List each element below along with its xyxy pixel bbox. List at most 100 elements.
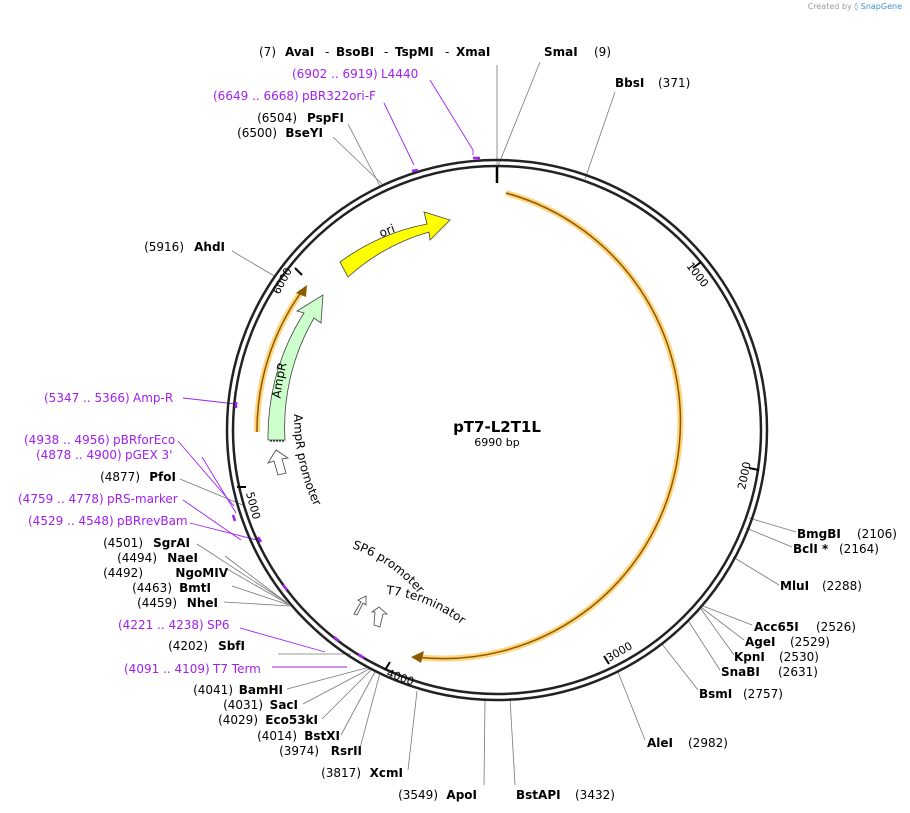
sp6-promoter-arrow bbox=[353, 595, 367, 616]
enzyme-ahdi: AhdI bbox=[194, 240, 225, 254]
enzyme-bmgbi: BmgBI bbox=[797, 527, 841, 541]
enzyme-smai: SmaI bbox=[544, 45, 578, 59]
ori-feature bbox=[339, 211, 451, 278]
enzyme-acc65i: Acc65I bbox=[754, 620, 799, 634]
primer-sp6: SP6 bbox=[207, 618, 230, 632]
tick-label-5000: 5000 bbox=[243, 490, 263, 520]
scale-ticks bbox=[237, 261, 760, 671]
enzyme-labels-right: SmaI (9) BbsI (371) BmgBI (2106) BclI * … bbox=[516, 45, 897, 802]
enzyme-bstxi-pos: (4014) bbox=[257, 729, 297, 743]
primer-ampr: Amp-R bbox=[133, 391, 173, 405]
enzyme-mlui: MluI bbox=[780, 579, 809, 593]
orf-arcs bbox=[253, 190, 684, 662]
enzyme-bamhi-pos: (4041) bbox=[193, 683, 233, 697]
primer-pbrforeco: pBRforEco bbox=[113, 433, 175, 447]
primer-pgex3: pGEX 3' bbox=[125, 448, 172, 462]
enzyme-pspfi: PspFI bbox=[307, 111, 344, 125]
enzyme-sep-3: - bbox=[445, 45, 449, 59]
snapgene-credit: Created by ◊ SnapGene bbox=[808, 2, 902, 11]
enzyme-rsrii: RsrII bbox=[331, 744, 362, 758]
t7-terminator-arrow bbox=[370, 606, 389, 628]
tick-label-1000: 1000 bbox=[684, 260, 711, 290]
enzyme-bmti-pos: (4463) bbox=[132, 581, 172, 595]
enzyme-saci: SacI bbox=[270, 698, 298, 712]
enzyme-bstapi: BstAPI bbox=[516, 788, 561, 802]
ampr-promoter-arrow bbox=[267, 449, 290, 476]
enzyme-alei: AleI bbox=[647, 736, 673, 750]
enzyme-bstxi: BstXI bbox=[304, 729, 340, 743]
enzyme-aval: AvaI bbox=[285, 45, 314, 59]
enzyme-bbsi: BbsI bbox=[615, 76, 644, 90]
enzyme-saci-pos: (4031) bbox=[223, 698, 263, 712]
primer-t7term: T7 Term bbox=[212, 662, 261, 676]
ampr-feature bbox=[267, 294, 324, 441]
enzyme-apoi: ApoI bbox=[446, 788, 477, 802]
enzyme-ngomiv: NgoMIV bbox=[175, 566, 228, 580]
enzyme-bsobi: BsoBI bbox=[336, 45, 374, 59]
enzyme-mlui-pos: (2288) bbox=[822, 579, 862, 593]
primer-prsmarker: pRS-marker bbox=[107, 492, 178, 506]
enzyme-snabi: SnaBI bbox=[721, 665, 760, 679]
enzyme-bbsi-pos: (371) bbox=[658, 76, 690, 90]
enzyme-bmti: BmtI bbox=[179, 581, 211, 595]
enzyme-ngomiv-pos: (4492) bbox=[103, 566, 143, 580]
plasmid-backbone bbox=[225, 158, 769, 702]
enzyme-bstapi-pos: (3432) bbox=[575, 788, 615, 802]
primer-pbrforeco-range: (4938 .. 4956) bbox=[24, 433, 110, 447]
enzyme-xcmi-pos: (3817) bbox=[321, 766, 361, 780]
enzyme-eco53ki-pos: (4029) bbox=[218, 713, 258, 727]
primer-pbr322ori-range: (6649 .. 6668) bbox=[213, 89, 299, 103]
plasmid-size: 6990 bp bbox=[474, 436, 519, 449]
enzyme-labels-left: ApoI (3549) XcmI (3817) RsrII (3974) Bst… bbox=[100, 111, 477, 802]
enzyme-eco53ki: Eco53kI bbox=[265, 713, 318, 727]
tick-label-2000: 2000 bbox=[735, 461, 754, 491]
enzyme-sep-2: - bbox=[384, 45, 388, 59]
credit-prefix: Created by bbox=[807, 2, 852, 11]
enzyme-apoi-pos: (3549) bbox=[398, 788, 438, 802]
enzyme-bamhi: BamHI bbox=[239, 683, 283, 697]
primer-marks bbox=[231, 156, 480, 660]
enzyme-agei-pos: (2529) bbox=[790, 635, 830, 649]
ampr-promoter-label: AmpR promoter bbox=[291, 414, 324, 508]
enzyme-naei-pos: (4494) bbox=[117, 551, 157, 565]
enzyme-rsrii-pos: (3974) bbox=[279, 744, 319, 758]
enzyme-sbfi: SbfI bbox=[218, 639, 245, 653]
enzyme-sep-1: - bbox=[325, 45, 329, 59]
enzyme-xmai: XmaI bbox=[456, 45, 490, 59]
enzyme-xcmi: XcmI bbox=[370, 766, 403, 780]
tick-label-6000: 6000 bbox=[270, 266, 295, 297]
enzyme-bseyi: BseYI bbox=[285, 126, 323, 140]
enzyme-bseyi-pos: (6500) bbox=[237, 126, 277, 140]
tick-label-4000: 4000 bbox=[385, 667, 416, 689]
primer-pgex3-range: (4878 .. 4900) bbox=[36, 448, 122, 462]
enzyme-agei: AgeI bbox=[745, 635, 775, 649]
enzyme-pspfi-pos: (6504) bbox=[257, 111, 297, 125]
enzyme-bsmi-pos: (2757) bbox=[743, 687, 783, 701]
enzyme-alei-pos: (2982) bbox=[688, 736, 728, 750]
enzyme-sgrai: SgrAI bbox=[153, 536, 190, 550]
ori-label: ori bbox=[377, 221, 397, 240]
enzyme-kpni: KpnI bbox=[734, 650, 765, 664]
snapgene-logo-icon: ◊ bbox=[854, 2, 859, 11]
primer-ampr-range: (5347 .. 5366) bbox=[44, 391, 130, 405]
primer-pbrrevbam-range: (4529 .. 4548) bbox=[28, 514, 114, 528]
enzyme-bcli-pos: (2164) bbox=[839, 542, 879, 556]
enzyme-sbfi-pos: (4202) bbox=[168, 639, 208, 653]
enzyme-ahdi-pos: (5916) bbox=[144, 240, 184, 254]
primer-labels: (6902 .. 6919) L4440 (6649 .. 6668) pBR3… bbox=[18, 67, 418, 676]
primer-t7term-range: (4091 .. 4109) bbox=[124, 662, 210, 676]
enzyme-bmgbi-pos: (2106) bbox=[857, 527, 897, 541]
primer-prsmarker-range: (4759 .. 4778) bbox=[18, 492, 104, 506]
enzyme-snabi-pos: (2631) bbox=[778, 665, 818, 679]
enzyme-pfoi: PfoI bbox=[149, 470, 176, 484]
enzyme-group-top: (7) AvaI - BsoBI - TspMI - XmaI bbox=[259, 45, 490, 59]
enzyme-sgrai-pos: (4501) bbox=[103, 536, 143, 550]
primer-pbr322ori: pBR322ori-F bbox=[302, 89, 376, 103]
primer-l4440-range: (6902 .. 6919) bbox=[292, 67, 378, 81]
primer-pbrrevbam: pBRrevBam bbox=[117, 514, 188, 528]
primer-l4440: L4440 bbox=[381, 67, 418, 81]
enzyme-pfoi-pos: (4877) bbox=[100, 470, 140, 484]
enzyme-naei: NaeI bbox=[167, 551, 198, 565]
enzyme-smai-pos: (9) bbox=[594, 45, 611, 59]
